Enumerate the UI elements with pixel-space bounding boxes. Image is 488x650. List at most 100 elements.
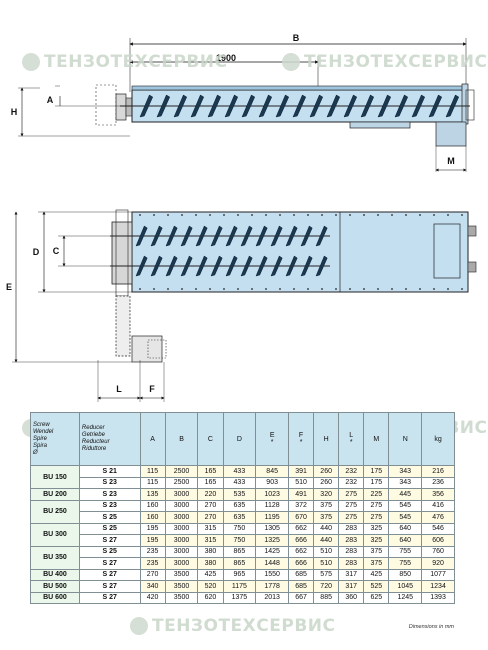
value-cell: 391 [288,465,315,478]
value-cell: 3000 [164,522,199,535]
label-1900: 1900 [216,53,236,63]
value-cell: 372 [288,499,315,512]
value-cell: 270 [139,568,166,581]
value-cell: 260 [313,476,340,489]
value-cell: 317 [338,580,365,593]
value-cell: 236 [421,476,455,489]
reducer-cell: S 27 [78,568,141,581]
screw-flight [258,94,273,118]
value-cell: 375 [313,499,340,512]
header-m: M [363,412,390,466]
bolt-dot [349,288,351,290]
value-cell: 1077 [421,568,455,581]
value-cell: 315 [197,522,224,535]
bolt-dot [237,214,239,216]
bolt-dot [391,288,393,290]
value-cell: 755 [388,557,423,570]
value-cell: 662 [288,522,315,535]
screw-flight [150,225,163,247]
value-cell: 1375 [222,591,257,604]
value-cell: 1778 [255,580,290,593]
header-d: D [222,412,257,466]
header-l: L* [338,412,365,466]
value-cell: 175 [363,476,390,489]
reducer-cell: S 23 [78,488,141,501]
bolt-dot [279,214,281,216]
value-cell: 375 [313,511,340,524]
bolt-dot [265,288,267,290]
bolt-dot [461,288,463,290]
screw-flight [428,94,443,118]
value-cell: 662 [288,545,315,558]
value-cell: 440 [313,522,340,535]
bolt-dot [307,288,309,290]
bolt-dot [237,288,239,290]
header-f: F* [288,412,315,466]
bolt-dot [307,214,309,216]
value-cell: 535 [222,488,257,501]
screw-flight [180,225,193,247]
value-cell: 356 [421,488,455,501]
bolt-dot [433,288,435,290]
model-cell: BU 600 [30,591,80,604]
reducer-cell: S 23 [78,499,141,512]
value-cell: 635 [222,511,257,524]
value-cell: 380 [197,557,224,570]
value-cell: 220 [197,488,224,501]
value-cell: 760 [421,545,455,558]
value-cell: 235 [139,557,166,570]
value-cell: 2013 [255,591,290,604]
value-cell: 225 [363,488,390,501]
value-cell: 606 [421,534,455,547]
value-cell: 160 [139,511,166,524]
model-cell: BU 500 [30,580,80,593]
screw-flight [135,255,148,277]
bolt-dot [223,288,225,290]
bolt-dot [195,214,197,216]
value-cell: 315 [197,534,224,547]
value-cell: 3000 [164,545,199,558]
screw-flight [173,94,188,118]
screw-flight [343,94,358,118]
screw-flight [255,225,268,247]
dimensions-table: Screw Wendel Spire Spira Ø Reducer Getri… [30,412,455,604]
header-screw: Screw Wendel Spire Spira Ø [30,412,80,466]
value-cell: 1325 [255,534,290,547]
screw-flight [270,255,283,277]
bolt-dot [349,214,351,216]
value-cell: 546 [421,522,455,535]
value-cell: 666 [288,557,315,570]
bolt-dot [419,288,421,290]
bolt-dot [363,288,365,290]
value-cell: 3000 [164,534,199,547]
value-cell: 750 [222,522,257,535]
value-cell: 1425 [255,545,290,558]
screw-flight [285,255,298,277]
value-cell: 275 [338,488,365,501]
screw-flight [165,255,178,277]
value-cell: 850 [388,568,423,581]
screw-flight [180,255,193,277]
reducer-cell: S 27 [78,557,141,570]
value-cell: 3000 [164,488,199,501]
reducer-cell: S 25 [78,545,141,558]
screw-flight [225,225,238,247]
value-cell: 433 [222,476,257,489]
technical-drawing: B 1900 A H M [6,33,477,402]
screw-flight [411,94,426,118]
header-kg: kg [421,412,455,466]
reducer-cell: S 27 [78,591,141,604]
model-cell: BU 250 [30,499,80,524]
value-cell: 1234 [421,580,455,593]
value-cell: 2500 [164,465,199,478]
value-cell: 1393 [421,591,455,604]
bolt-dot [433,214,435,216]
